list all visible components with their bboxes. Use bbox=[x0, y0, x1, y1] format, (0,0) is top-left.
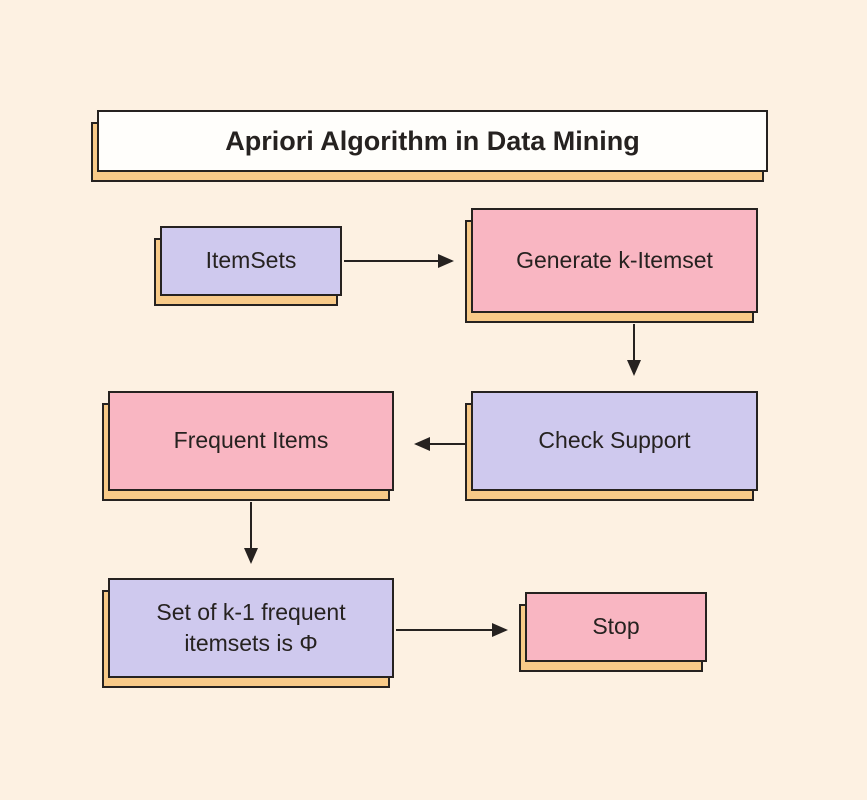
node-generate-k-itemset: Generate k-Itemset bbox=[465, 208, 758, 323]
node-itemsets-label: ItemSets bbox=[160, 226, 342, 296]
diagram-title: Apriori Algorithm in Data Mining bbox=[97, 110, 768, 172]
node-frequent-items-label: Frequent Items bbox=[108, 391, 394, 491]
node-set-k1-empty: Set of k-1 frequent itemsets is Φ bbox=[102, 578, 394, 688]
node-check-support: Check Support bbox=[465, 391, 758, 501]
node-check-support-label: Check Support bbox=[471, 391, 758, 491]
node-stop-label: Stop bbox=[525, 592, 707, 662]
node-itemsets: ItemSets bbox=[154, 226, 342, 306]
node-set-k1-empty-label: Set of k-1 frequent itemsets is Φ bbox=[108, 578, 394, 678]
node-frequent-items: Frequent Items bbox=[102, 391, 394, 501]
diagram-title-box: Apriori Algorithm in Data Mining bbox=[91, 110, 768, 182]
node-generate-k-itemset-label: Generate k-Itemset bbox=[471, 208, 758, 313]
node-stop: Stop bbox=[519, 592, 707, 672]
